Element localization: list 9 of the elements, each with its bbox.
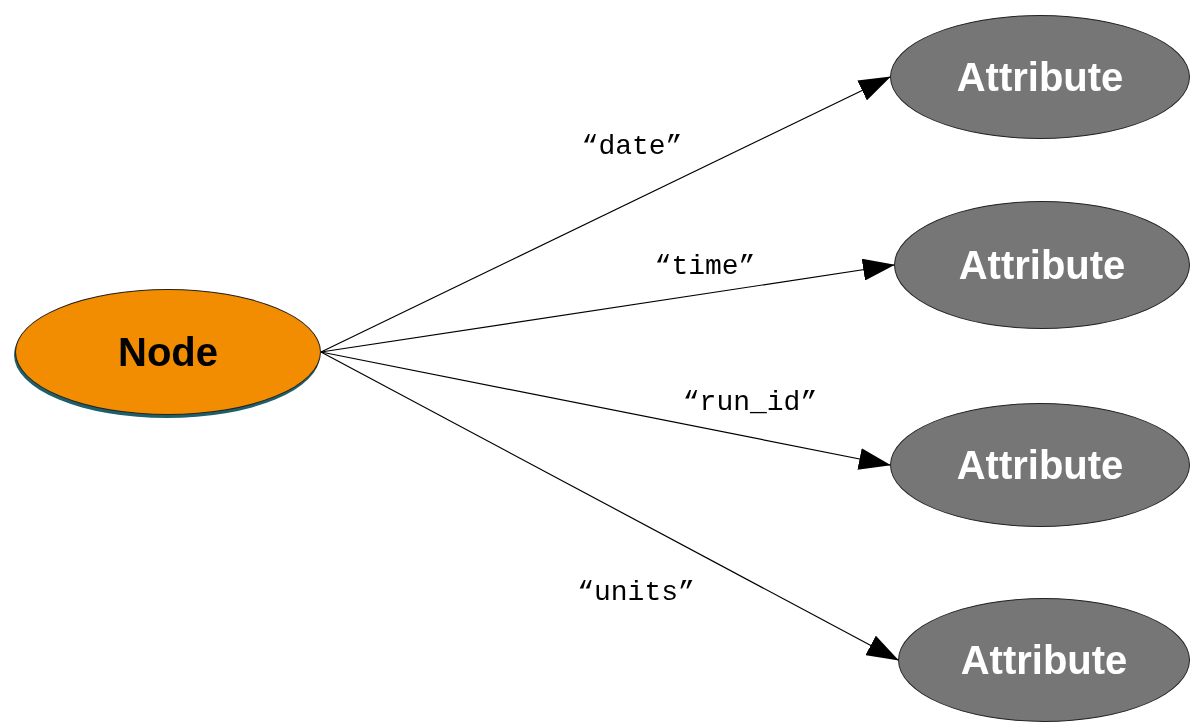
- arrow: [320, 76, 891, 353]
- arrow: [320, 258, 895, 353]
- node-label: Attribute: [960, 637, 1128, 683]
- arrow: [320, 351, 891, 470]
- arrow: [320, 351, 899, 661]
- node-label: Attribute: [956, 442, 1124, 488]
- node-label: Attribute: [958, 242, 1126, 288]
- node-label: Attribute: [956, 54, 1124, 100]
- node-label: Node: [118, 329, 218, 375]
